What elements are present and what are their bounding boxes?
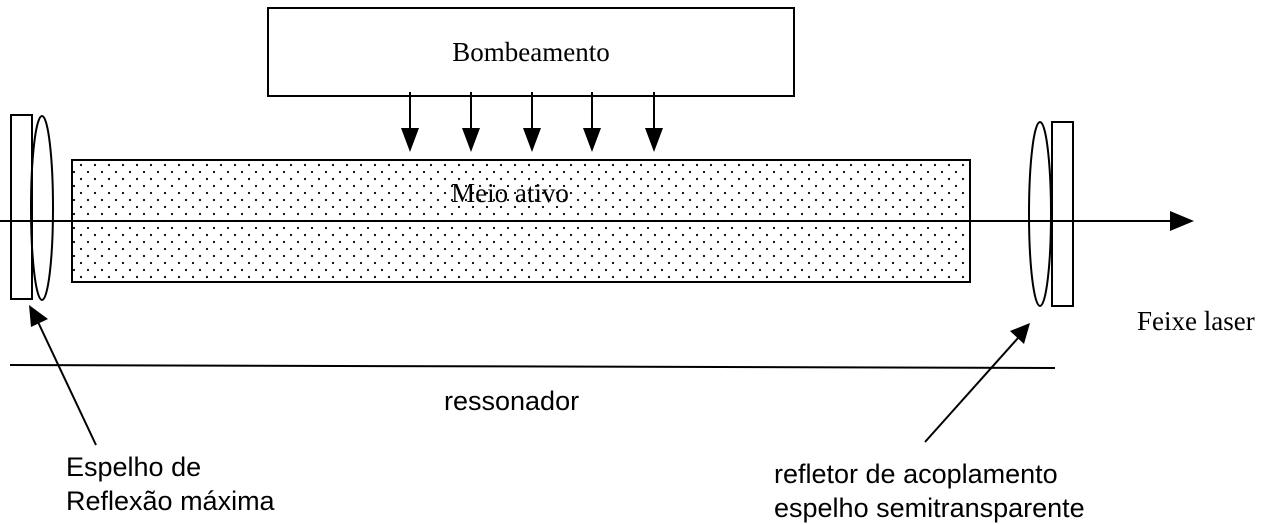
left-mirror-caption: Espelho de Reflexão máxima <box>66 450 275 518</box>
right-mirror <box>1028 121 1074 307</box>
left-mirror-pointer <box>29 305 97 446</box>
left-mirror-caption-line-2: Reflexão máxima <box>66 486 275 516</box>
right-mirror-caption: refletor de acoplamento espelho semitran… <box>774 457 1085 525</box>
resonator-line <box>9 364 1056 369</box>
laser-beam <box>0 211 1194 231</box>
pump-box: Bombeamento <box>267 7 795 97</box>
beam-label: Feixe laser <box>1137 306 1255 336</box>
pump-arrow-5 <box>645 92 663 152</box>
pump-arrow-2 <box>462 92 480 152</box>
pump-arrow-3 <box>523 92 541 152</box>
medium-label: Meio ativo <box>451 178 569 208</box>
resonator-label: ressonador <box>444 386 579 416</box>
left-mirror <box>10 114 54 301</box>
right-mirror-pointer <box>924 323 1030 443</box>
left-mirror-caption-line-1: Espelho de <box>66 452 202 482</box>
right-mirror-caption-line-2: espelho semitransparente <box>774 493 1085 523</box>
pump-label: Bombeamento <box>452 37 609 67</box>
pump-arrow-4 <box>583 92 601 152</box>
pump-arrows <box>401 92 663 152</box>
pump-arrow-1 <box>401 92 419 152</box>
right-mirror-caption-line-1: refletor de acoplamento <box>774 459 1058 489</box>
